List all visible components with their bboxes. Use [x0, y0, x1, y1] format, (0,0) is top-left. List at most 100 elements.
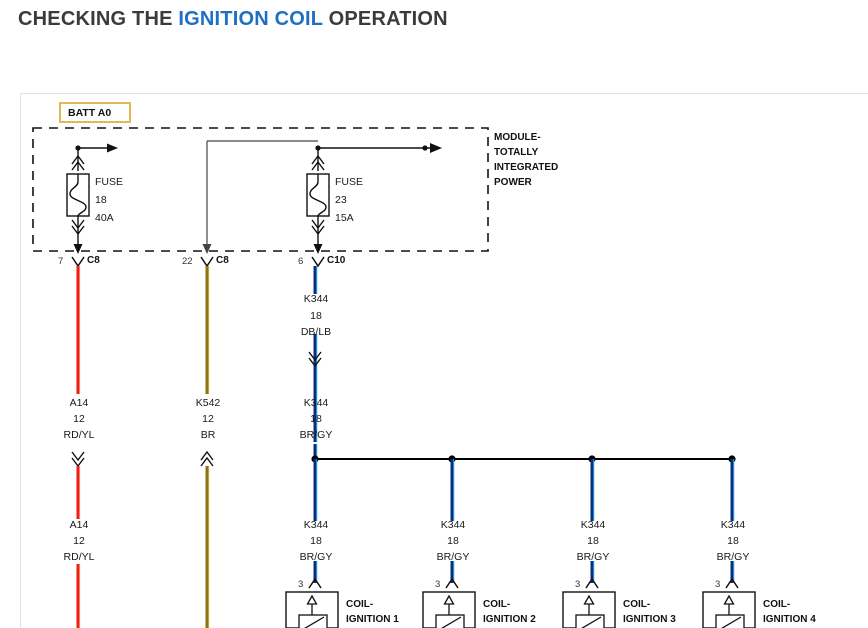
- fuse-23-chevron-down-inner: [311, 225, 325, 236]
- wire-k344-chevron-down-outer: [308, 351, 322, 362]
- wire-k542-circuit: K542: [195, 397, 221, 409]
- fuse-18-chevron-up-outer: [71, 154, 85, 165]
- wire-a14-lower-color: RD/YL: [63, 551, 95, 563]
- coil-1-driver-box: [298, 614, 328, 628]
- fuse-18-number: 18: [95, 194, 107, 206]
- wire-k344-brgy-gauge: 18: [310, 413, 322, 425]
- wire-k542-chevron-up-inner: [200, 450, 214, 461]
- module-feed-junction-dot: [422, 145, 428, 151]
- fuse-18-rating: 40A: [95, 212, 114, 224]
- wire-k344-dblb-gauge: 18: [310, 310, 322, 322]
- fuse-23-element-squiggle: [309, 174, 327, 217]
- module-label-line-1: MODULE-: [494, 132, 541, 143]
- connector-c8-pin7-symbol: [71, 256, 85, 268]
- coil-4-internal-arrow: [723, 594, 735, 605]
- coil-2-internal-arrow: [443, 594, 455, 605]
- coil-4-label-line2: IGNITION 4: [763, 614, 816, 625]
- coil-3-wire-color: BR/GY: [576, 551, 610, 563]
- connector-c8-pin7-number: 7: [58, 256, 64, 267]
- fuse-23-output-arrowhead: [313, 244, 323, 254]
- wire-k344-chevron-down-inner: [308, 357, 322, 368]
- coil-4-wire-gauge: 18: [727, 535, 739, 547]
- fuse-18-chevron-down-inner: [71, 225, 85, 236]
- coil-3-pin-number: 3: [575, 579, 581, 590]
- coil-1-pin-number: 3: [298, 579, 304, 590]
- fuse-23-rating: 15A: [335, 212, 354, 224]
- connector-c8-pin22-symbol: [200, 256, 214, 268]
- fuse-23-name: FUSE: [335, 176, 364, 188]
- coil-1-label-line1: COIL-: [346, 599, 374, 610]
- coil-2-pin-number: 3: [435, 579, 441, 590]
- module-boundary-dashed-box: [32, 127, 489, 252]
- fuse-18-chevron-up-inner: [71, 160, 85, 171]
- coil-1-internal-arrow: [306, 594, 318, 605]
- coil-2-label-line1: COIL-: [483, 599, 511, 610]
- connector-c8-pin22-number: 22: [182, 256, 193, 267]
- battery-source-label: BATT A0: [68, 107, 112, 119]
- coil-4-wire-color: BR/GY: [716, 551, 750, 563]
- coil-3-wire-circuit: K344: [580, 519, 606, 531]
- coil-2-wire-circuit: K344: [440, 519, 466, 531]
- coil-1-wire-gauge: 18: [310, 535, 322, 547]
- coil-4-pin-number: 3: [715, 579, 721, 590]
- fuse-23-number: 23: [335, 194, 347, 206]
- wire-k344-brgy-circuit: K344: [303, 397, 329, 409]
- connector-c10-pin6-symbol: [311, 256, 325, 268]
- fuse-23-chevron-down-outer: [311, 219, 325, 230]
- wire-k542-gauge: 12: [202, 413, 214, 425]
- page-title: CHECKING THE IGNITION COIL OPERATION: [18, 8, 448, 31]
- wire-a14-lower-gauge: 12: [73, 535, 85, 547]
- coil-4-connector-symbol: [725, 577, 739, 589]
- connector-c10-pin6-number: 6: [298, 256, 304, 267]
- coil-2-wire-gauge: 18: [447, 535, 459, 547]
- coil-3-wire-gauge: 18: [587, 535, 599, 547]
- coil-1-label-line2: IGNITION 1: [346, 614, 399, 625]
- coil-1-wire-circuit: K344: [303, 519, 329, 531]
- coil-3-connector-symbol: [585, 577, 599, 589]
- coil-2-connector-symbol: [445, 577, 459, 589]
- coil-4-wire-circuit: K344: [720, 519, 746, 531]
- coil-1-connector-symbol: [308, 577, 322, 589]
- coil-2-wire-color: BR/GY: [436, 551, 470, 563]
- coil-2-label-line2: IGNITION 2: [483, 614, 536, 625]
- wire-k542-color: BR: [200, 429, 216, 441]
- module-label-line-4: POWER: [494, 177, 532, 188]
- wire-a14-lower-circuit: A14: [69, 519, 89, 531]
- wiring-schematic-graphics: [32, 127, 756, 628]
- wire-a14-upper-color: RD/YL: [63, 429, 95, 441]
- module-feed-arrow-head: [430, 143, 442, 153]
- fuse-18-chevron-down-outer: [71, 219, 85, 230]
- coil-3-internal-arrow: [583, 594, 595, 605]
- page-title-suffix: OPERATION: [322, 8, 448, 30]
- coil-3-label-line2: IGNITION 3: [623, 614, 676, 625]
- fuse-18-element-squiggle: [69, 174, 87, 217]
- wire-a14-upper-gauge: 12: [73, 413, 85, 425]
- wire-a14-chevron-down-outer: [71, 451, 85, 462]
- coil-3-label-line1: COIL-: [623, 599, 651, 610]
- page-title-accent: IGNITION COIL: [178, 8, 323, 30]
- wire-k344-brgy-color: BR/GY: [299, 429, 333, 441]
- coil-2-driver-box: [435, 614, 465, 628]
- fuse-23-chevron-up-inner: [311, 160, 325, 171]
- module-label-line-2: TOTALLY: [494, 147, 539, 158]
- fuse-18-branch-arrow-head: [107, 143, 118, 153]
- connector-c8-pin7-code: C8: [87, 255, 100, 266]
- connector-c8-pin22-code: C8: [216, 255, 229, 266]
- coil-4-label-line1: COIL-: [763, 599, 791, 610]
- connector-c10-pin6-code: C10: [327, 255, 346, 266]
- module-label-line-3: INTEGRATED: [494, 162, 559, 173]
- fuse-18-name: FUSE: [95, 176, 124, 188]
- page-title-prefix: CHECKING THE: [18, 8, 179, 30]
- coil-4-driver-box: [715, 614, 745, 628]
- wire-a14-upper-circuit: A14: [69, 397, 89, 409]
- wire-k542-chevron-up-outer: [200, 456, 214, 467]
- pin22-route-arrowhead: [202, 244, 212, 254]
- battery-source-node: BATT A0: [59, 102, 131, 123]
- wire-k344-dblb-circuit: K344: [303, 293, 329, 305]
- wire-k344-dblb-color: DB/LB: [300, 326, 332, 338]
- fuse-18-output-arrowhead: [73, 244, 83, 254]
- coil-3-driver-box: [575, 614, 605, 628]
- coil-1-wire-color: BR/GY: [299, 551, 333, 563]
- wiring-diagram-canvas: BATT A0: [20, 93, 868, 628]
- fuse-23-chevron-up-outer: [311, 154, 325, 165]
